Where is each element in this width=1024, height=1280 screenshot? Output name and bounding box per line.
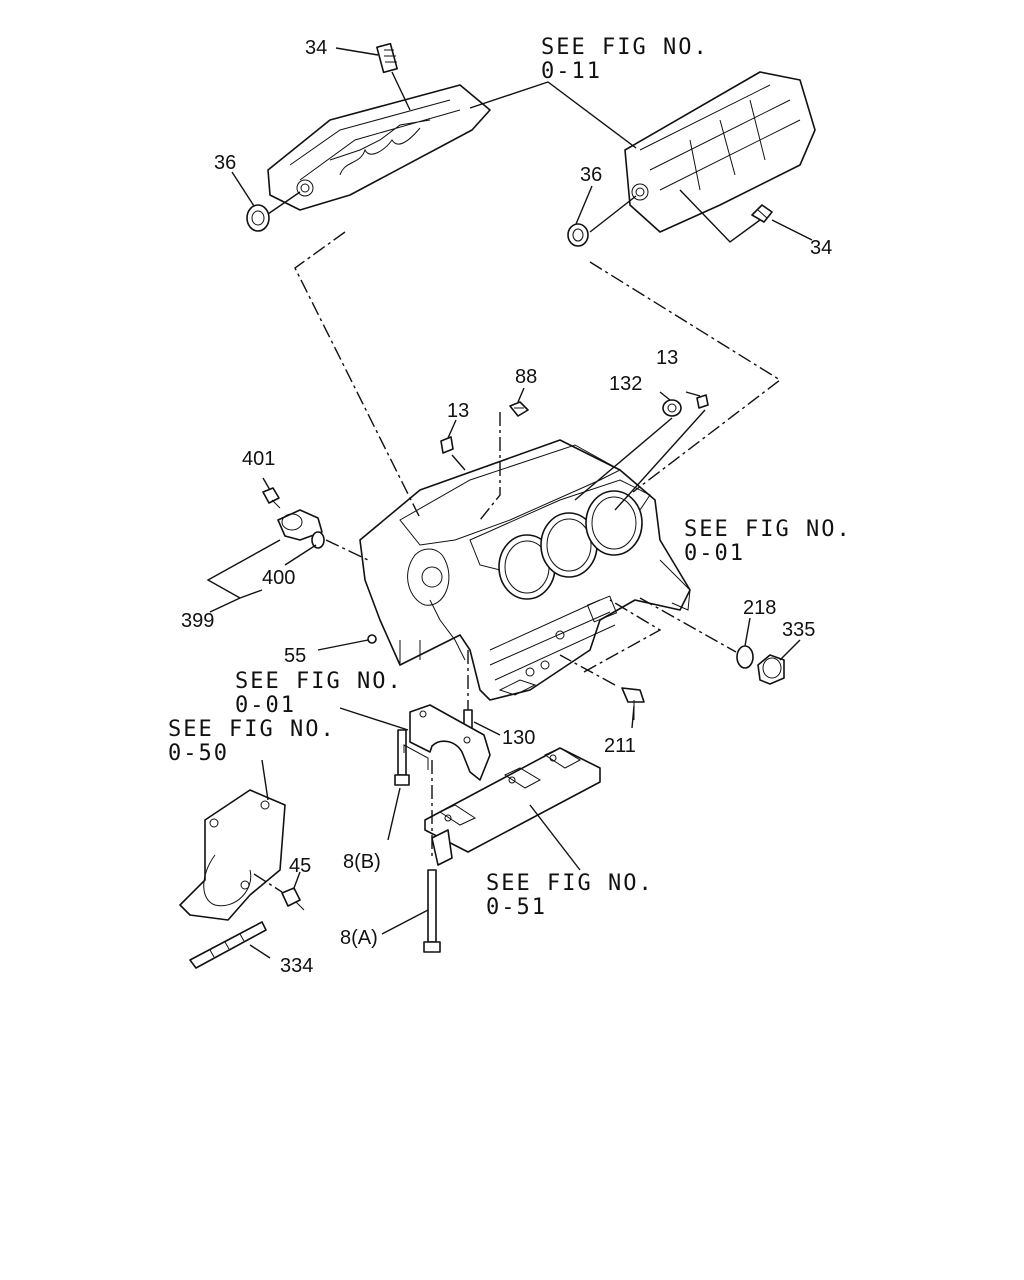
- plug-335: [757, 654, 785, 685]
- right-cylinder-head: [624, 71, 816, 233]
- callout-132: 132: [609, 373, 642, 395]
- reference-0-01-right: SEE FIG NO. 0-01: [684, 517, 852, 566]
- bolt-8a: [423, 869, 441, 953]
- fitting-88: [509, 401, 529, 417]
- reference-0-01-left: SEE FIG NO. 0-01: [235, 669, 403, 718]
- reference-0-11: SEE FIG NO. 0-11: [541, 35, 709, 84]
- bolt-401: [262, 487, 281, 509]
- callout-36-left: 36: [214, 152, 236, 174]
- callout-400: 400: [262, 567, 295, 589]
- left-cylinder-head: [267, 84, 491, 211]
- svg-text:0-51: 0-51: [486, 895, 547, 920]
- callout-8b: 8(B): [343, 851, 381, 873]
- bolt-45: [281, 887, 305, 911]
- sensor-34-right: [751, 204, 773, 223]
- bolt-211: [621, 687, 645, 720]
- svg-text:0-01: 0-01: [235, 693, 296, 718]
- callout-218: 218: [743, 597, 776, 619]
- strap-334: [189, 921, 267, 969]
- reference-0-50: SEE FIG NO. 0-50: [168, 717, 336, 766]
- svg-text:SEE FIG NO.: SEE FIG NO.: [168, 717, 336, 742]
- seal-36-left: [246, 204, 270, 232]
- callout-335: 335: [782, 619, 815, 641]
- pin-55: [367, 634, 377, 644]
- svg-text:0-11: 0-11: [541, 59, 602, 84]
- svg-text:SEE FIG NO.: SEE FIG NO.: [486, 871, 654, 896]
- bedplate: [424, 747, 601, 866]
- callout-130: 130: [502, 727, 535, 749]
- callout-55: 55: [284, 645, 306, 667]
- callout-13-right: 13: [656, 347, 678, 369]
- svg-text:SEE FIG NO.: SEE FIG NO.: [235, 669, 403, 694]
- callout-401: 401: [242, 448, 275, 470]
- seal-36-right: [567, 223, 589, 247]
- bolt-8b: [394, 729, 410, 786]
- reference-0-51: SEE FIG NO. 0-51: [486, 871, 654, 920]
- callout-34-top: 34: [305, 37, 327, 59]
- dowel-13-left: [440, 436, 454, 454]
- oil-pickup: [179, 789, 286, 921]
- callout-34-right: 34: [810, 237, 832, 259]
- callout-88: 88: [515, 366, 537, 388]
- elbow-400: [277, 509, 325, 549]
- callout-399: 399: [181, 610, 214, 632]
- sensor-34-top: [376, 42, 398, 74]
- bearing-cap: [409, 704, 491, 781]
- svg-text:SEE FIG NO.: SEE FIG NO.: [541, 35, 709, 60]
- washer-218: [736, 645, 754, 669]
- plug-132: [662, 399, 682, 417]
- callout-13-left: 13: [447, 400, 469, 422]
- callout-36-right: 36: [580, 164, 602, 186]
- callout-8a: 8(A): [340, 927, 378, 949]
- svg-text:0-01: 0-01: [684, 541, 745, 566]
- svg-text:0-50: 0-50: [168, 741, 229, 766]
- dowel-13-right: [696, 394, 709, 409]
- leader-lines: [206, 47, 813, 959]
- engine-block: [359, 439, 691, 701]
- callout-334: 334: [280, 955, 313, 977]
- svg-text:SEE FIG NO.: SEE FIG NO.: [684, 517, 852, 542]
- callout-45: 45: [289, 855, 311, 877]
- callout-211: 211: [604, 735, 636, 757]
